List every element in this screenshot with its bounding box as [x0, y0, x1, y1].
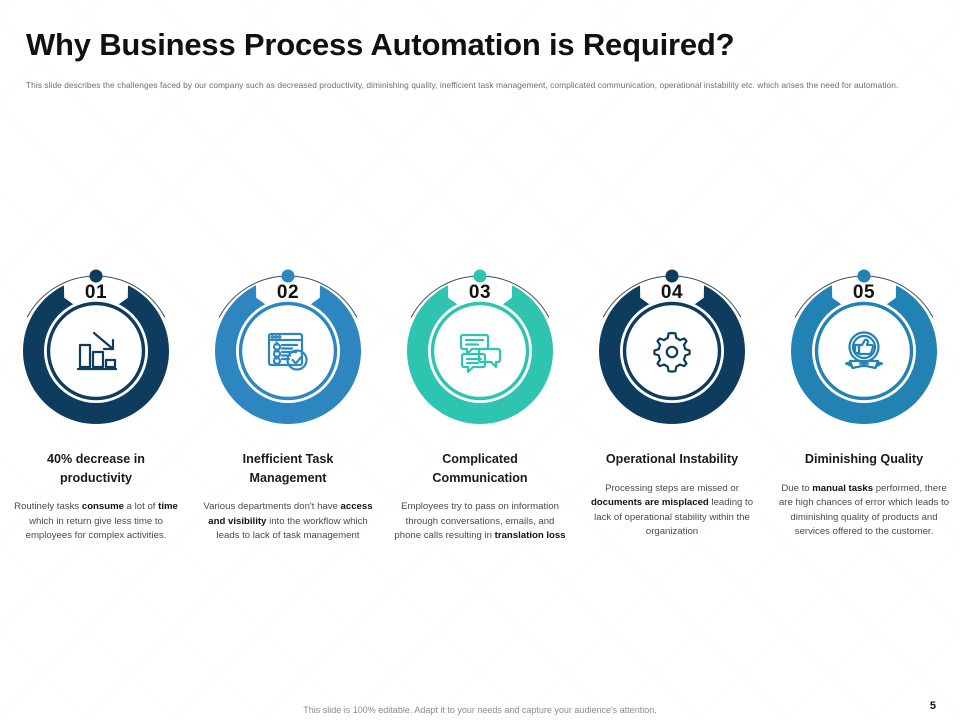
- slide-header: Why Business Process Automation is Requi…: [26, 27, 920, 91]
- circle-graphic-04: 04: [583, 246, 761, 426]
- step-number: 02: [276, 282, 300, 303]
- footer-note: This slide is 100% editable. Adapt it to…: [303, 705, 657, 715]
- checklist-task-icon: [267, 332, 308, 371]
- declining-bar-chart-icon: [76, 331, 118, 371]
- circle-graphic-01: 01: [7, 246, 185, 426]
- column-body: Employees try to pass on information thr…: [394, 501, 566, 542]
- circle-graphic-05: 05: [775, 246, 953, 426]
- circle-graphic-03: 03: [391, 246, 569, 426]
- step-number: 01: [84, 282, 108, 303]
- gear-icon: [653, 331, 691, 373]
- column-body: Due to manual tasks performed, there are…: [778, 482, 950, 538]
- step-number: 05: [852, 282, 876, 303]
- circle-graphic-02: 02: [199, 246, 377, 426]
- column-heading: Diminishing Quality: [804, 452, 924, 466]
- column-body: Various departments don't have access an…: [203, 501, 373, 542]
- page-title: Why Business Process Automation is Requi…: [26, 27, 735, 62]
- column-heading: Operational Instability: [605, 452, 739, 466]
- chat-bubbles-icon: [459, 333, 502, 374]
- column-heading: Complicated Communication: [432, 452, 528, 485]
- column-body: Processing steps are missed or documents…: [590, 482, 754, 538]
- step-number: 04: [660, 282, 684, 303]
- step-number: 03: [468, 282, 492, 303]
- quality-badge-thumbs-up-icon: [844, 331, 884, 370]
- column-heading: Inefficient Task Management: [242, 452, 334, 485]
- column-heading: 40% decrease in productivity: [46, 452, 145, 485]
- page-number: 5: [929, 700, 936, 712]
- column-body: Routinely tasks consume a lot of time wh…: [14, 501, 178, 542]
- slide-subtitle: This slide describes the challenges face…: [26, 80, 899, 91]
